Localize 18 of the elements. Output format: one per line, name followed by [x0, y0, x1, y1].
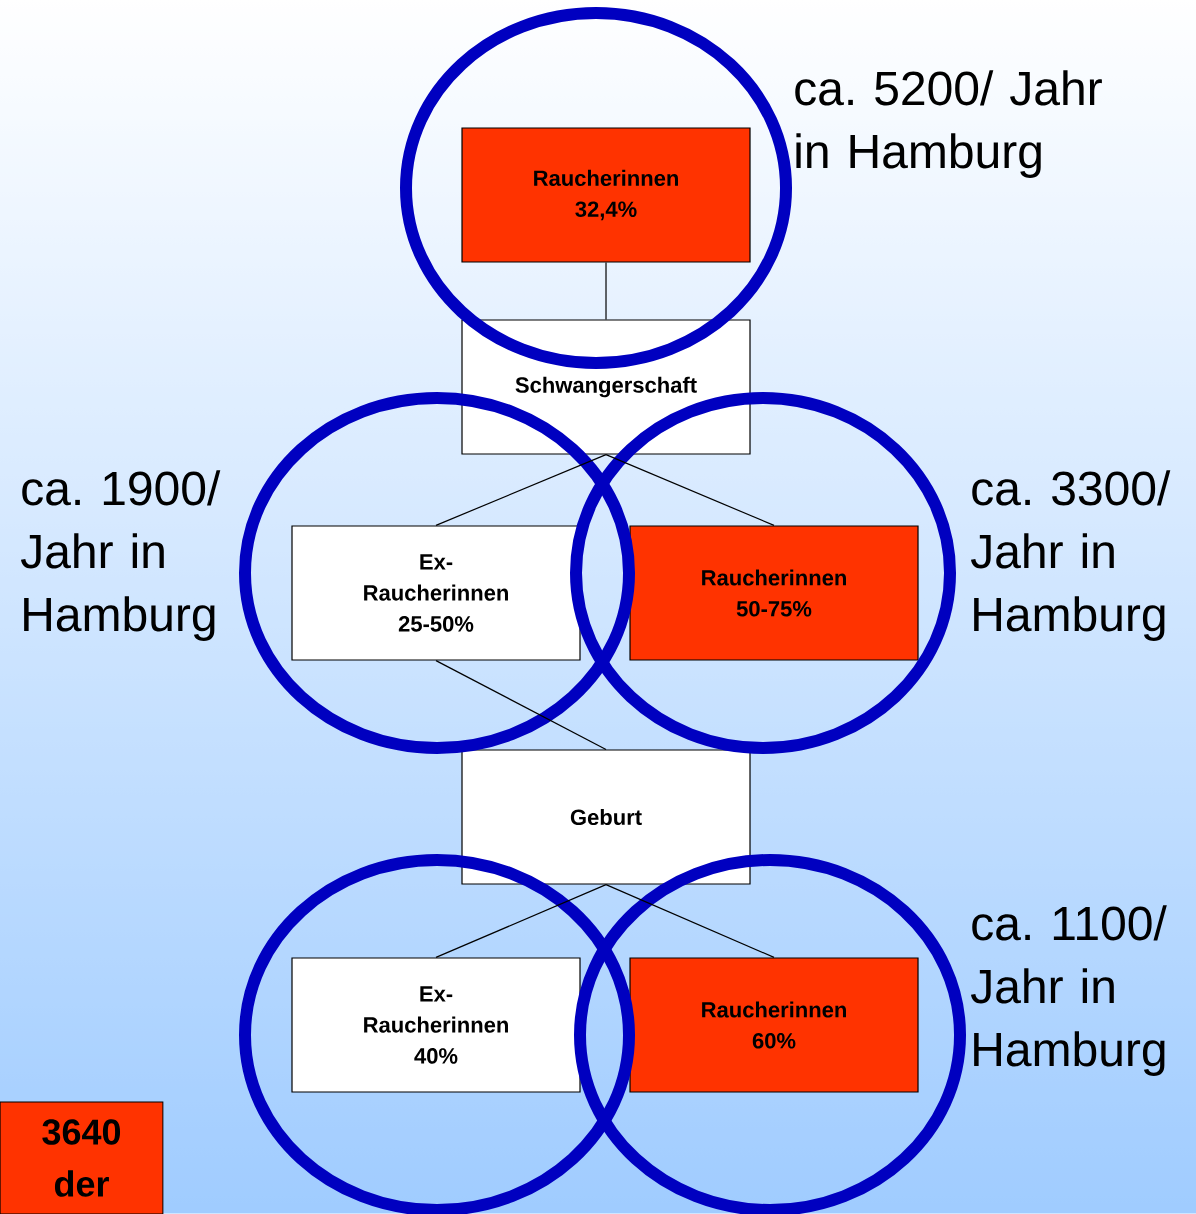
process-box: Raucherinnen 50-75% [629, 525, 919, 661]
count-box: 3640 der [0, 1101, 164, 1214]
connector-line [435, 454, 607, 526]
process-box: Geburt [461, 749, 751, 885]
process-box: Ex-Raucherinnen 40% [291, 957, 581, 1093]
side-label: ca. 1100/ Jahr in Hamburg [970, 905, 1167, 1076]
connector-line [605, 454, 775, 526]
side-label: ca. 1900/ Jahr in Hamburg [20, 470, 221, 641]
connector-line [605, 884, 775, 958]
ring [239, 854, 635, 1214]
process-box: Ex-Raucherinnen 25-50% [291, 525, 581, 661]
side-label: ca. 5200/ Jahr in Hamburg [795, 70, 1102, 178]
connector-line [605, 262, 607, 320]
side-label: ca. 3300/ Jahr in Hamburg [970, 470, 1171, 641]
process-box: Raucherinnen 32,4% [461, 127, 751, 263]
process-box: Raucherinnen 60% [629, 957, 919, 1093]
connector-line [435, 884, 607, 958]
connector-line [435, 660, 607, 750]
